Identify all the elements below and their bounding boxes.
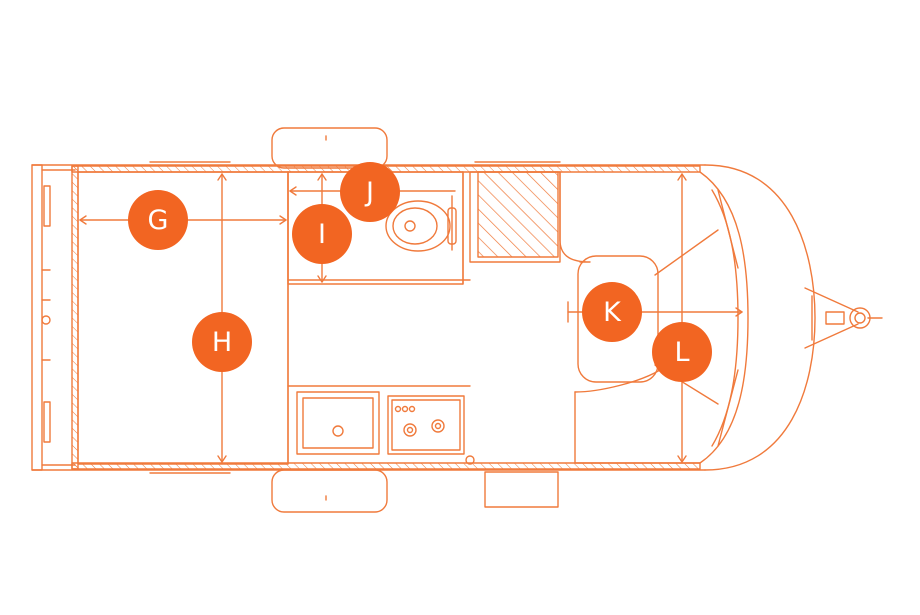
- marker-g-label: G: [148, 205, 169, 236]
- marker-j-label: J: [364, 177, 374, 208]
- marker-i-label: I: [318, 219, 326, 250]
- marker-k-label: K: [603, 297, 622, 328]
- wall-rear: [71, 165, 79, 470]
- marker-k: K: [582, 282, 642, 342]
- kitchen-counter: [287, 385, 471, 455]
- marker-g: G: [128, 190, 188, 250]
- stovetop: [387, 395, 475, 465]
- marker-j: J: [340, 162, 400, 222]
- marker-l: L: [652, 322, 712, 382]
- dinette: [559, 171, 749, 464]
- marker-h-label: H: [212, 327, 232, 358]
- outer-body: [31, 161, 816, 474]
- rear-end: [31, 164, 76, 471]
- hatched-cabinet: [477, 171, 559, 258]
- toilet: [385, 200, 457, 252]
- rear-step: [484, 471, 559, 508]
- marker-h: H: [192, 312, 252, 372]
- marker-i: I: [292, 204, 352, 264]
- wheel-bottom: [271, 469, 388, 513]
- marker-l-label: L: [674, 337, 689, 368]
- hitch: [804, 287, 883, 349]
- wheel-top: [271, 127, 388, 169]
- dimension-lines: [79, 173, 743, 463]
